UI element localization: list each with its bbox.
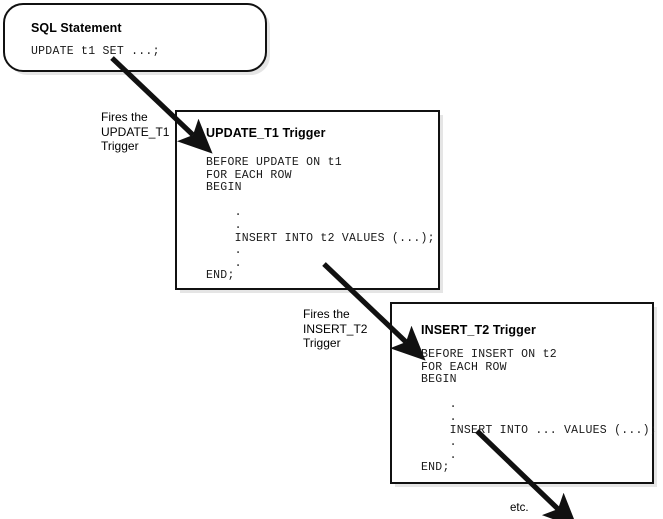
sql-statement-box: SQL Statement UPDATE t1 SET ...; xyxy=(3,3,267,72)
sql-statement-code: UPDATE t1 SET ...; xyxy=(31,45,160,58)
sql-statement-title: SQL Statement xyxy=(31,21,122,35)
annotation-etc: etc. xyxy=(510,502,529,514)
insert-t2-trigger-box: INSERT_T2 Trigger BEFORE INSERT ON t2 FO… xyxy=(390,302,657,484)
insert-t2-trigger-code: BEFORE INSERT ON t2 FOR EACH ROW BEGIN .… xyxy=(421,348,657,475)
insert-t2-trigger-title: INSERT_T2 Trigger xyxy=(421,323,536,337)
update-t1-trigger-box: UPDATE_T1 Trigger BEFORE UPDATE ON t1 FO… xyxy=(175,110,440,290)
update-t1-trigger-title: UPDATE_T1 Trigger xyxy=(206,126,326,140)
annotation-fires-insert-t2-trigger: Fires the INSERT_T2 Trigger xyxy=(303,307,368,350)
update-t1-trigger-code: BEFORE UPDATE ON t1 FOR EACH ROW BEGIN .… xyxy=(206,156,435,283)
annotation-fires-update-t1-trigger: Fires the UPDATE_T1 Trigger xyxy=(101,110,170,153)
